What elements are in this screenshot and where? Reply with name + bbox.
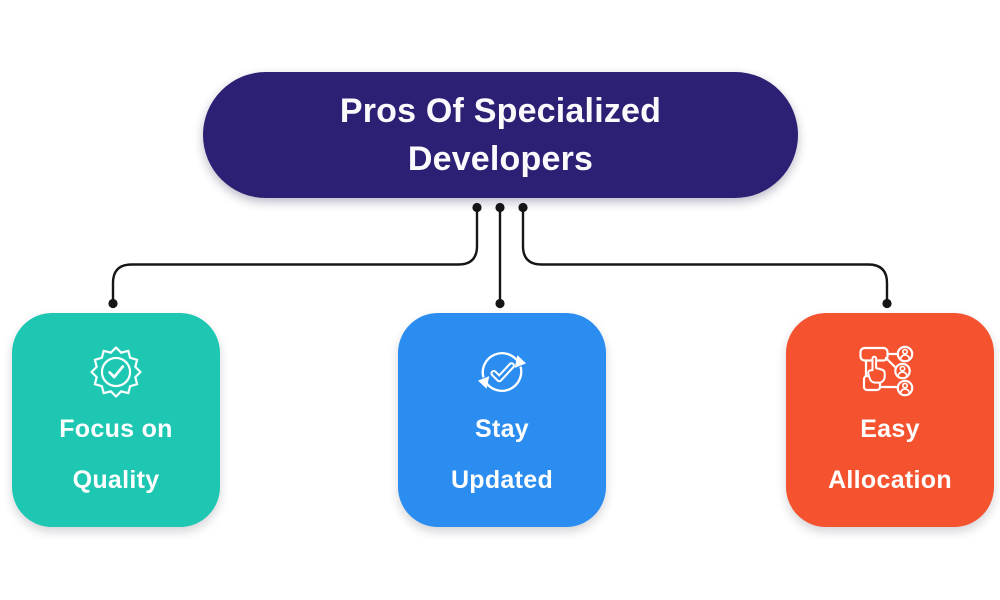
dot [495, 202, 505, 213]
sync-check-icon [473, 342, 531, 402]
dot [882, 298, 892, 309]
allocation-icon [858, 342, 922, 402]
connector-paths [111, 207, 889, 303]
node-label-line: Quality [72, 466, 160, 494]
dot [472, 202, 482, 213]
dot [108, 298, 118, 309]
diagram-title: Pros Of Specialized Developers [339, 91, 662, 178]
connector-left [111, 207, 479, 303]
dot [495, 298, 505, 309]
dot [518, 202, 528, 213]
node-label-line: Focus on [59, 415, 173, 443]
root-node-pros-of-specialized-developers: Pros Of Specialized Developers [203, 72, 798, 198]
node-label-line: Updated [450, 466, 554, 494]
node-label-line: Easy [860, 415, 920, 443]
node-label-line: Stay [474, 415, 529, 443]
connector-dots [108, 202, 892, 309]
node-easy-allocation: Easy Allocation [786, 313, 994, 527]
connector-right [521, 207, 889, 303]
node-stay-updated: Stay Updated [398, 313, 606, 527]
node-focus-on-quality: Focus on Quality [12, 313, 220, 527]
badge-check-icon [87, 342, 145, 402]
node-label-line: Allocation [828, 466, 952, 494]
